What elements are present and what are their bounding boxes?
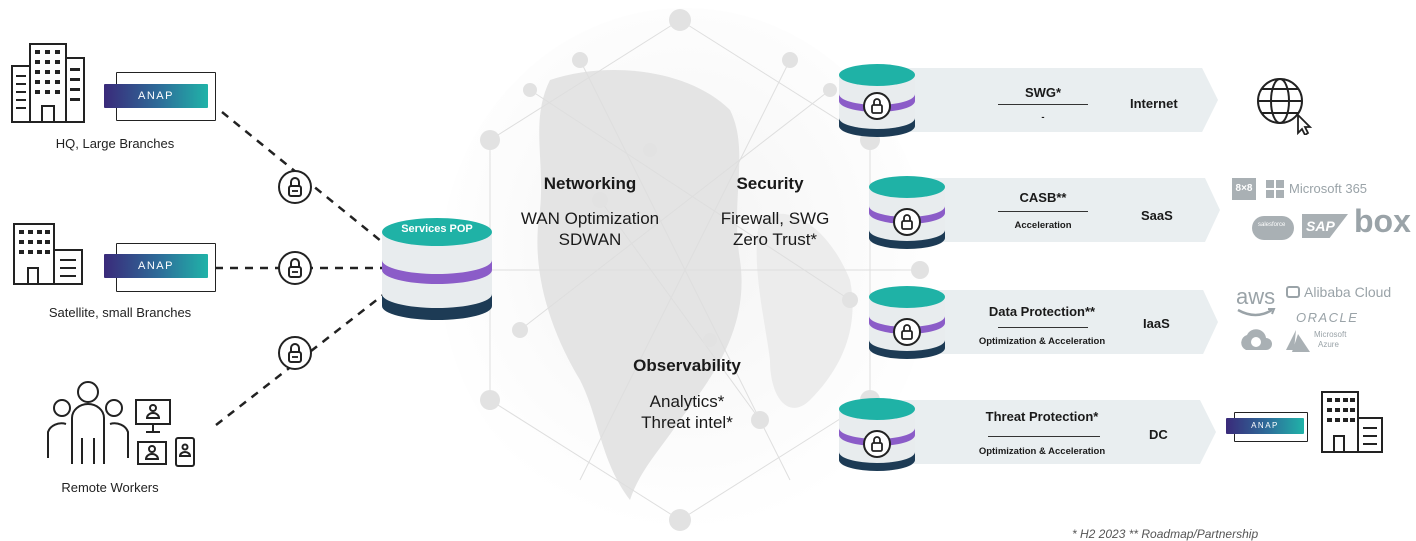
path-sub-saas: Acceleration xyxy=(1014,220,1072,231)
lock-icon xyxy=(278,170,312,204)
networking-line-2: SDWAN xyxy=(558,230,622,249)
aws-smile-icon xyxy=(1237,308,1276,317)
path-destination-internet: Internet xyxy=(1130,96,1178,111)
logo-alibaba-cloud: Alibaba Cloud xyxy=(1304,284,1392,300)
path-service-iaas: Data Protection** xyxy=(988,304,1096,319)
cylinder-dc xyxy=(839,398,915,471)
path-arrow-saas xyxy=(920,178,1220,242)
observability-line-2: Threat intel* xyxy=(641,413,733,432)
security-line-2: Zero Trust* xyxy=(732,230,818,249)
hq-building-icon xyxy=(11,43,85,123)
path-sub-internet: - xyxy=(1041,112,1045,123)
lock-circle-satellite xyxy=(277,250,313,286)
path-sub-dc: Optimization & Acceleration xyxy=(978,446,1106,457)
gcp-cloud-icon xyxy=(1241,329,1272,350)
cylinder-saas xyxy=(869,176,945,249)
path-arrow-iaas xyxy=(920,290,1218,354)
alibaba-logo-icon xyxy=(1286,286,1300,298)
hq-label: HQ, Large Branches xyxy=(55,136,175,151)
lock-circle-remote xyxy=(277,335,313,371)
cylinder-internet xyxy=(839,64,915,137)
satellite-anap-device: ANAP xyxy=(104,254,208,278)
path-destination-iaas: IaaS xyxy=(1143,316,1170,331)
path-service-saas: CASB** xyxy=(1019,190,1067,205)
dc-building-icon xyxy=(1321,391,1383,453)
logo-salesforce: salesforce xyxy=(1258,222,1286,228)
path-arrow-internet xyxy=(900,68,1218,132)
path-divider-saas xyxy=(998,211,1088,212)
microsoft-logo-icon xyxy=(1266,180,1284,198)
path-destination-dc: DC xyxy=(1149,427,1168,442)
lock-circle-hq xyxy=(277,169,313,205)
lock-icon xyxy=(278,251,312,285)
observability-line-1: Analytics* xyxy=(649,392,725,411)
logo-box: box xyxy=(1354,203,1411,239)
satellite-label: Satellite, small Branches xyxy=(48,305,192,320)
remote-workers-icon xyxy=(47,381,195,467)
logo-oracle: ORACLE xyxy=(1296,310,1359,325)
security-title: Security xyxy=(736,174,804,193)
footnote: * H2 2023 ** Roadmap/Partnership xyxy=(1072,527,1259,541)
hq-anap-device: ANAP xyxy=(104,84,208,108)
path-service-dc: Threat Protection* xyxy=(985,409,1099,424)
internet-globe-icon xyxy=(1257,78,1313,135)
salesforce-logo-icon xyxy=(1252,216,1294,240)
path-sub-iaas: Optimization & Acceleration xyxy=(978,336,1106,347)
logo-8x8: 8×8 xyxy=(1232,178,1256,200)
observability-title: Observability xyxy=(633,356,741,375)
path-service-internet: SWG* xyxy=(1024,85,1062,100)
lock-icon xyxy=(278,336,312,370)
logo-microsoft-365: Microsoft 365 xyxy=(1289,181,1368,196)
path-divider-dc xyxy=(988,436,1100,437)
cylinder-iaas xyxy=(869,286,945,359)
networking-line-1: WAN Optimization xyxy=(520,209,660,228)
path-arrow-dc xyxy=(896,400,1216,464)
logo-azure-line-1: Microsoft xyxy=(1314,330,1347,339)
services-pop-label: Services POP xyxy=(401,223,473,235)
services-pop-cylinder xyxy=(382,218,492,320)
satellite-building-icon xyxy=(13,223,83,285)
path-divider-iaas xyxy=(998,327,1088,328)
logo-aws: aws xyxy=(1236,284,1276,309)
logo-azure-line-2: Azure xyxy=(1318,340,1339,349)
networking-title: Networking xyxy=(543,174,637,193)
path-destination-saas: SaaS xyxy=(1141,208,1173,223)
security-line-1: Firewall, SWG xyxy=(720,209,830,228)
remote-label: Remote Workers xyxy=(61,480,159,495)
dc-anap-device: ANAP xyxy=(1226,418,1304,434)
path-divider-internet xyxy=(998,104,1088,105)
azure-logo-icon xyxy=(1286,330,1310,352)
